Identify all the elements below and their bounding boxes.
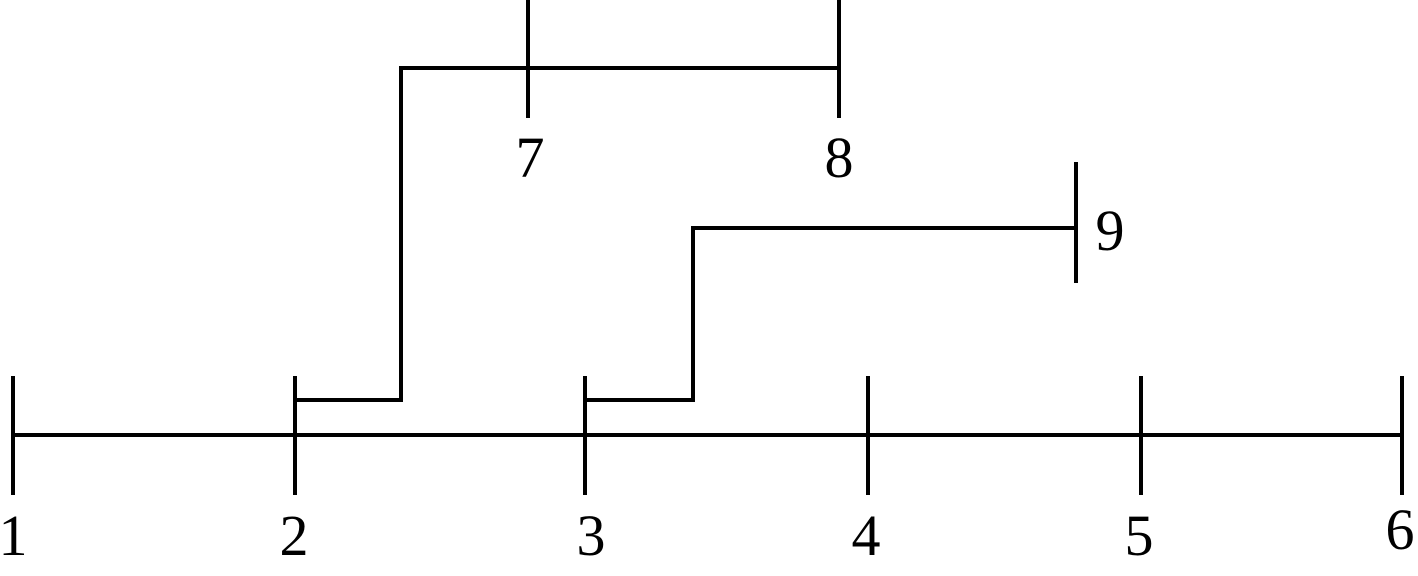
label-1: 1	[0, 503, 28, 568]
branch-middle	[585, 226, 1076, 402]
label-3: 3	[577, 503, 606, 568]
label-6: 6	[1386, 497, 1415, 562]
label-9: 9	[1096, 198, 1125, 263]
label-5: 5	[1125, 503, 1154, 568]
branch-upper	[295, 66, 839, 402]
label-4: 4	[852, 503, 881, 568]
label-2: 2	[280, 503, 309, 568]
label-7: 7	[516, 125, 545, 190]
label-8: 8	[825, 125, 854, 190]
